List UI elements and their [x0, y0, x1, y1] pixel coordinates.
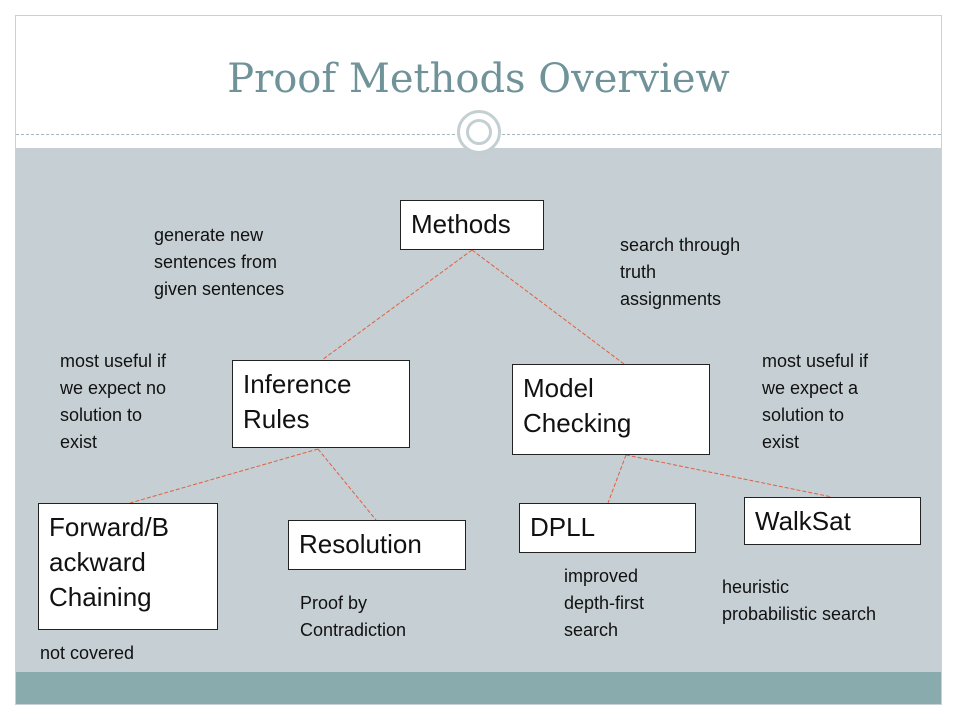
connector-methods-model — [471, 249, 625, 365]
node-model-checking: Model Checking — [512, 364, 710, 455]
note-resolution-proof: Proof by Contradiction — [300, 593, 407, 640]
ring-ornament-inner — [466, 119, 492, 145]
node-resolution: Resolution — [288, 520, 466, 570]
note-forward-not-covered: not covered — [40, 643, 135, 663]
note-model-description: search through truth assignments — [620, 235, 741, 309]
footer-bar — [16, 672, 941, 704]
note-inference-description: generate new sentences from given senten… — [154, 225, 285, 299]
node-methods: Methods — [400, 200, 544, 250]
slide: Proof Methods Overview — [15, 15, 942, 705]
note-dpll-search: improved depth-first search — [564, 566, 645, 640]
node-walksat: WalkSat — [744, 497, 921, 545]
connector-inference-resolution — [317, 448, 377, 521]
ring-ornament-icon — [457, 110, 501, 154]
connector-model-dpll — [607, 454, 627, 504]
connector-inference-forward — [129, 448, 319, 504]
node-inference-rules: Inference Rules — [232, 360, 410, 448]
node-forward-backward-chaining: Forward/B ackward Chaining — [38, 503, 218, 630]
note-inference-usefulness: most useful if we expect no solution to … — [60, 351, 167, 452]
connector-model-walksat — [625, 454, 833, 498]
slide-title: Proof Methods Overview — [227, 56, 730, 102]
note-model-usefulness: most useful if we expect a solution to e… — [762, 351, 869, 452]
note-walksat-search: heuristic probabilistic search — [722, 577, 877, 624]
node-dpll: DPLL — [519, 503, 696, 553]
connector-methods-inference — [321, 249, 473, 361]
